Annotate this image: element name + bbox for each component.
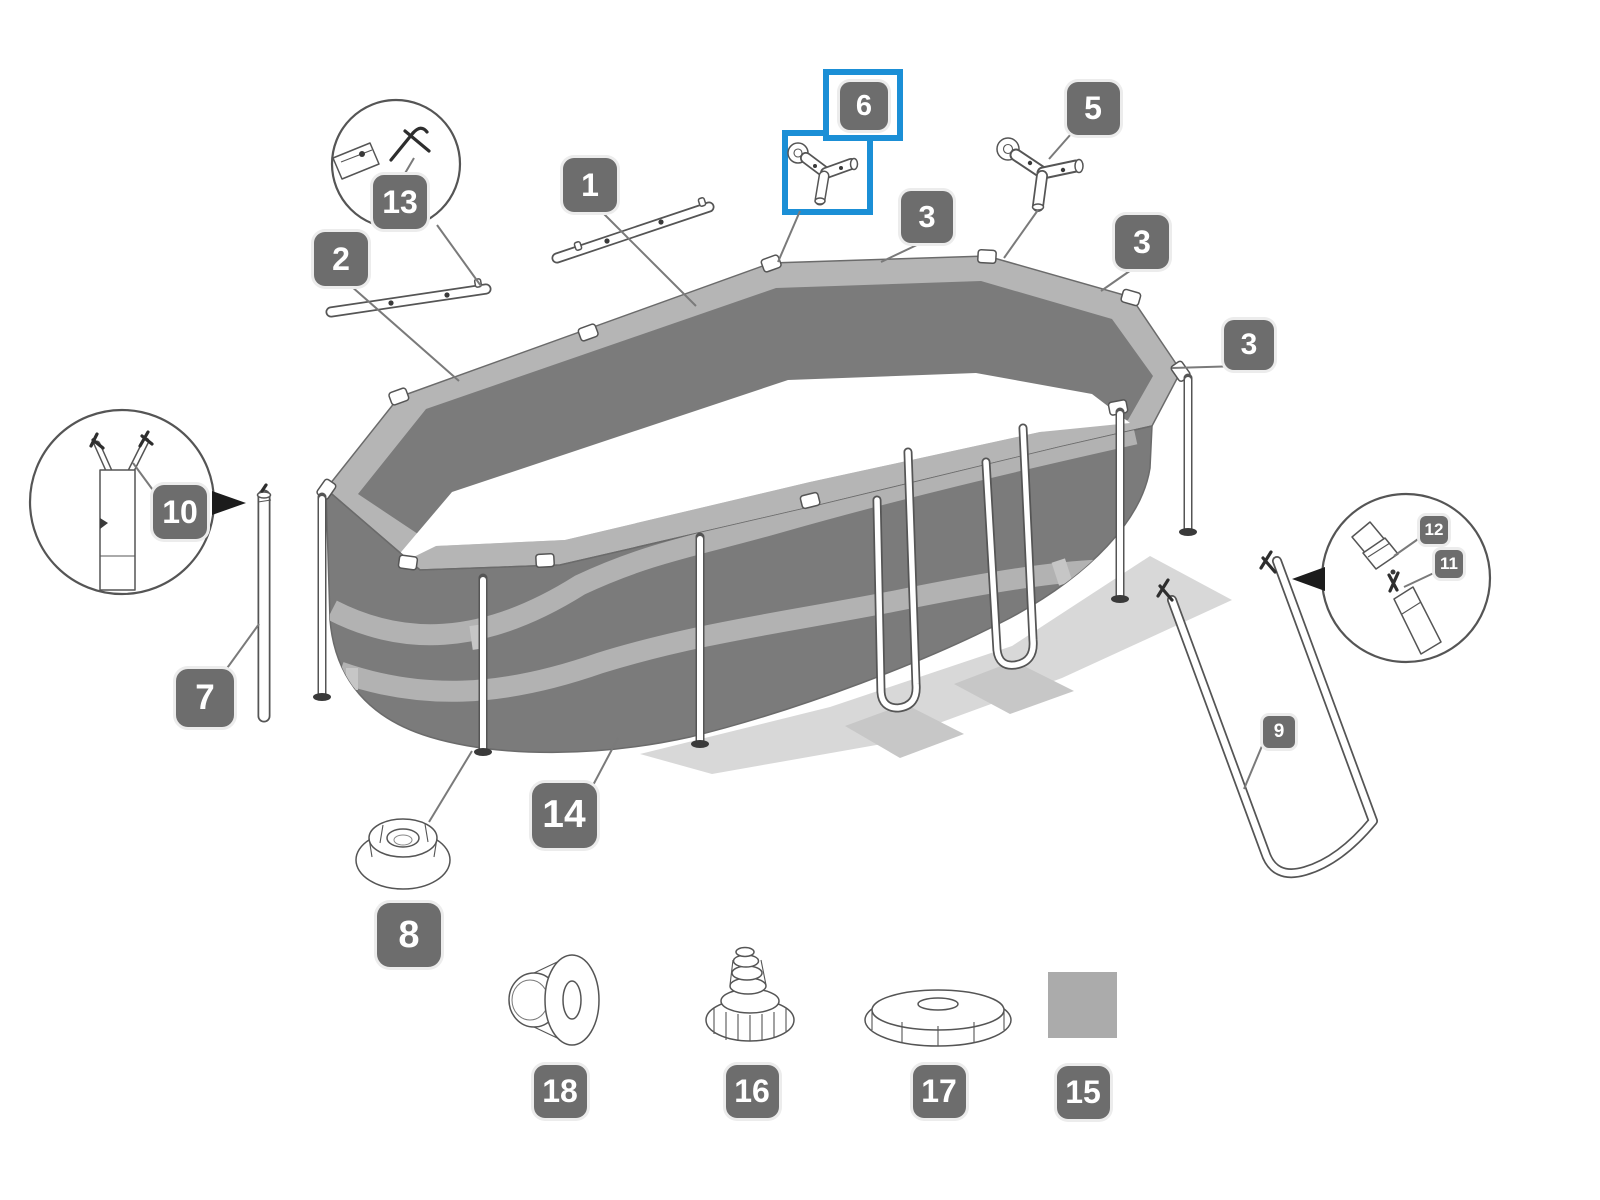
- part-badge-15[interactable]: 15: [1056, 1065, 1110, 1119]
- pool-legs: [313, 373, 1197, 756]
- part-leg-brace-9[interactable]: [1156, 550, 1378, 879]
- part-wall-fitting-18[interactable]: [508, 954, 600, 1046]
- part-badge-3[interactable]: 3: [1115, 215, 1169, 269]
- magnifier-pointer: [212, 491, 246, 515]
- part-t-connector-5[interactable]: [996, 137, 1084, 212]
- pool-illustration: [313, 248, 1197, 756]
- part-badge-16[interactable]: 16: [725, 1064, 779, 1118]
- callout-circle-10: [28, 408, 216, 596]
- part-badge-3[interactable]: 3: [901, 191, 953, 243]
- leader-line: [600, 210, 697, 307]
- leader-line: [350, 285, 460, 382]
- part-badge-1[interactable]: 1: [563, 158, 617, 212]
- leader-line: [1243, 745, 1263, 790]
- part-badge-8[interactable]: 8: [377, 903, 441, 967]
- part-badge-7[interactable]: 7: [176, 669, 234, 727]
- pool-floor: [385, 373, 1130, 571]
- leader-line: [428, 750, 473, 823]
- leader-line: [880, 242, 922, 263]
- part-repair-patch-15[interactable]: [1048, 972, 1117, 1038]
- part-leg-7[interactable]: [256, 483, 272, 723]
- part-badge-2[interactable]: 2: [314, 232, 368, 286]
- callout-circle-13: [330, 98, 462, 230]
- ground-shadow: [640, 556, 1232, 774]
- part-badge-17[interactable]: 17: [912, 1064, 966, 1118]
- leader-line: [1403, 571, 1437, 588]
- part-badge-12[interactable]: 12: [1420, 516, 1448, 544]
- leader-line: [224, 623, 260, 672]
- wall-bands: [327, 426, 1138, 702]
- callout-circle-11-12: [1320, 492, 1492, 664]
- part-badge-5[interactable]: 5: [1066, 81, 1120, 135]
- leader-line: [1048, 133, 1072, 160]
- part-t-connector-6[interactable]: [787, 142, 859, 206]
- leader-line: [1393, 536, 1422, 557]
- part-cross-rail-2[interactable]: [325, 278, 492, 318]
- part-badge-10[interactable]: 10: [153, 485, 207, 539]
- part-badge-14[interactable]: 14: [531, 782, 597, 848]
- leader-line: [590, 737, 619, 790]
- leader-line: [436, 224, 482, 287]
- part-badge-11[interactable]: 11: [1435, 550, 1463, 578]
- part-leg-base-8[interactable]: [355, 818, 451, 890]
- leader-line: [777, 210, 801, 263]
- part-badge-9[interactable]: 9: [1263, 716, 1295, 748]
- part-top-rail-1[interactable]: [551, 197, 715, 264]
- part-valve-cap-17[interactable]: [864, 989, 1012, 1047]
- wall-braces: [872, 423, 1038, 713]
- part-badge-6-selected[interactable]: 6: [840, 82, 888, 130]
- part-drain-valve-16[interactable]: [705, 946, 795, 1042]
- leader-line: [1003, 209, 1039, 259]
- rim-connectors: [316, 248, 1191, 571]
- part-badge-18[interactable]: 18: [533, 1064, 587, 1118]
- leader-line: [403, 157, 415, 176]
- leader-line: [1100, 267, 1135, 292]
- magnifier-pointer: [1292, 567, 1325, 591]
- part-badge-3[interactable]: 3: [1224, 320, 1274, 370]
- part-badge-13[interactable]: 13: [373, 175, 427, 229]
